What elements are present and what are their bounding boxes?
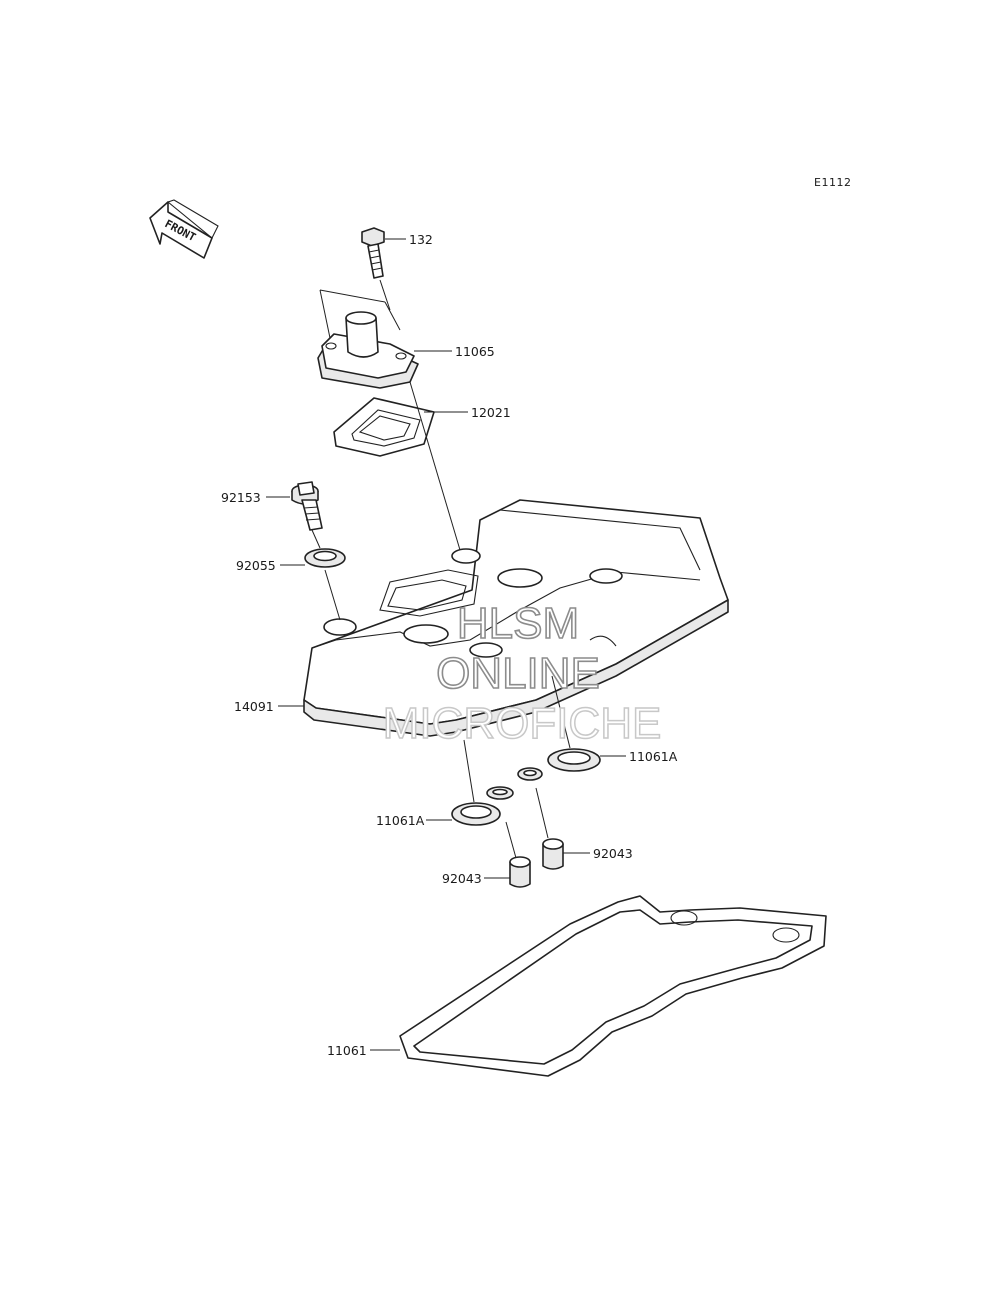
cylinder-head-cover-14091[interactable]: [303, 499, 729, 737]
part-label-12021: 12021: [471, 405, 511, 420]
washer-92055[interactable]: [304, 548, 346, 568]
drawing-code: E1112: [814, 176, 851, 189]
watermark-line-3: MICROFICHE: [383, 699, 662, 748]
plug-seal-11061A-left[interactable]: [451, 786, 514, 826]
part-label-92043-right: 92043: [593, 846, 633, 861]
part-label-11065: 11065: [455, 344, 495, 359]
part-label-11061A-left: 11061A: [376, 813, 425, 828]
part-label-11061: 11061: [327, 1043, 367, 1058]
breather-cover-11065[interactable]: [317, 289, 419, 389]
part-label-92153: 92153: [221, 490, 261, 505]
part-label-14091: 14091: [234, 699, 274, 714]
leader-lines: [266, 238, 626, 1051]
dowel-pin-92043-left[interactable]: [509, 856, 531, 888]
breather-gasket-12021[interactable]: [333, 397, 435, 457]
part-label-132: 132: [409, 232, 433, 247]
watermark: HLSM ONLINE MICROFICHE: [382, 598, 662, 749]
part-label-92055: 92055: [236, 558, 276, 573]
bolt-92153[interactable]: [291, 481, 323, 531]
part-label-11061A-right: 11061A: [629, 749, 678, 764]
dowel-pin-92043-right[interactable]: [542, 838, 564, 870]
front-arrow-icon: FRONT: [149, 199, 219, 259]
watermark-line-2: ONLINE: [436, 649, 600, 698]
watermark-line-1: HLSM: [457, 599, 579, 648]
part-label-92043-left: 92043: [442, 871, 482, 886]
head-cover-gasket-11061[interactable]: [399, 895, 827, 1077]
plug-seal-11061A-right[interactable]: [517, 748, 601, 781]
bolt-132[interactable]: [361, 227, 385, 279]
